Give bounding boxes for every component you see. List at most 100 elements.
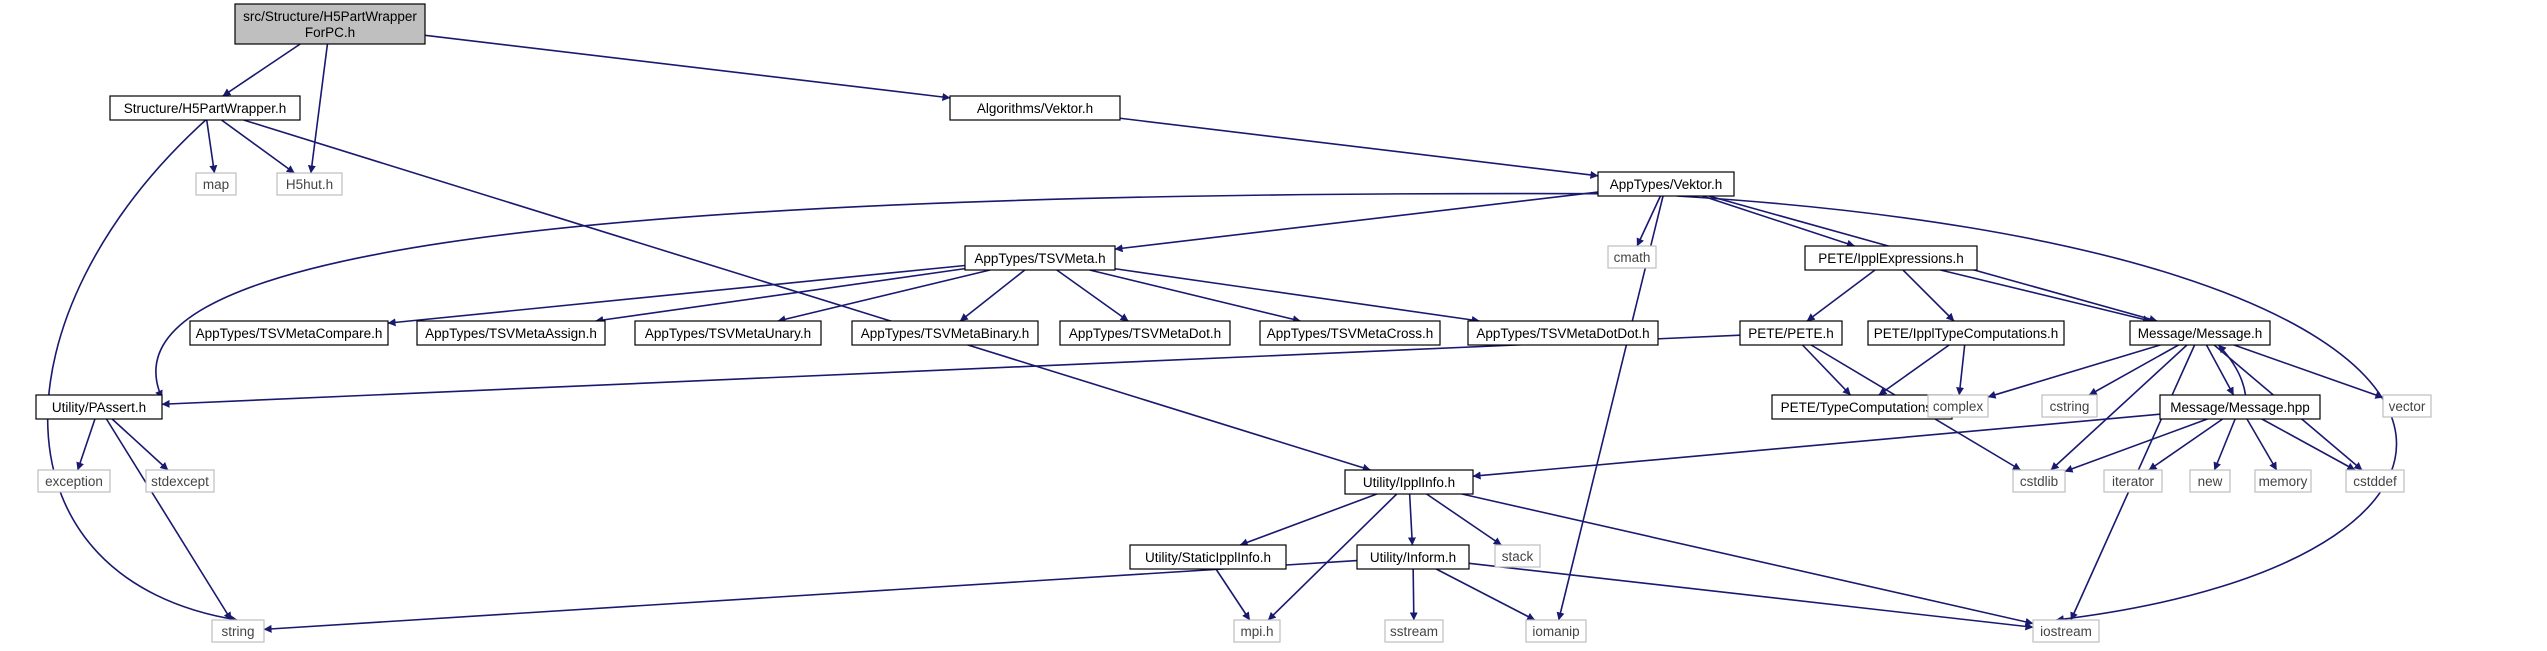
edge-message_hpp-to-ipplinfo [1472,413,2161,480]
node-tsvmeta[interactable]: AppTypes/TSVMeta.h [964,245,1116,271]
node-label-ippl_expr: PETE/IpplExpressions.h [1818,251,1964,266]
edge-ipplinfo-to-stack [1426,493,1502,546]
node-box-new [2189,469,2231,493]
node-static_ippl[interactable]: Utility/StaticIpplInfo.h [1129,544,1287,570]
node-label-message_h: Message/Message.h [2138,326,2263,341]
edge-passert-to-string [105,418,232,621]
edge-h5wrapper-to-string [46,119,238,623]
node-label-string: string [221,624,254,639]
edge-message_hpp-to-cstdlib [2064,418,2208,473]
edge-ippl_expr-to-pete [1806,269,1876,322]
node-label-cstddef: cstddef [2353,474,2397,489]
node-label-iomanip: iomanip [1532,624,1579,639]
node-box-pete [1739,320,1843,346]
node-string: string [211,619,265,643]
edge-inform-to-iomanip [1435,568,1536,621]
node-alg_vektor[interactable]: Algorithms/Vektor.h [949,95,1121,121]
edge-tsvmeta-to-tsv_unary [777,269,991,324]
node-box-cstddef [2345,469,2405,493]
node-cstddef: cstddef [2345,469,2405,493]
edge-passert-to-exception [76,418,96,471]
node-label-tsv_assign: AppTypes/TSVMetaAssign.h [425,326,597,341]
node-ippl_typecomp[interactable]: PETE/IpplTypeComputations.h [1867,320,2065,346]
node-tsv_binary[interactable]: AppTypes/TSVMetaBinary.h [851,320,1039,346]
node-label-sstream: sstream [1390,624,1438,639]
node-label-root: ForPC.h [305,25,355,40]
node-label-tsv_dot: AppTypes/TSVMetaDot.h [1069,326,1221,341]
node-label-stack: stack [1502,549,1534,564]
node-typecomp[interactable]: PETE/TypeComputations.h [1771,394,1953,420]
node-box-root [234,3,426,45]
node-h5wrapper[interactable]: Structure/H5PartWrapper.h [109,95,301,121]
edge-root-to-h5wrapper [222,43,301,97]
node-box-iomanip [1525,619,1587,643]
edge-ippl_typecomp-to-typecomp [1878,344,1950,396]
edge-ippl_typecomp-to-complex [1956,344,1966,396]
node-box-tsv_unary [634,320,822,346]
node-box-alg_vektor [949,95,1121,121]
node-message_h[interactable]: Message/Message.h [2129,320,2271,346]
node-label-cstdlib: cstdlib [2020,474,2058,489]
node-label-static_ippl: Utility/StaticIpplInfo.h [1145,550,1271,565]
node-label-iostream: iostream [2040,624,2092,639]
node-label-tsv_unary: AppTypes/TSVMetaUnary.h [645,326,811,341]
node-iostream: iostream [2032,619,2100,643]
node-vector: vector [2382,394,2432,418]
node-label-tsv_dotdot: AppTypes/TSVMetaDotDot.h [1476,326,1649,341]
node-passert[interactable]: Utility/PAssert.h [35,394,163,420]
node-label-h5hut: H5hut.h [286,177,333,192]
node-memory: memory [2254,469,2312,493]
edge-h5wrapper-to-h5hut [221,119,295,174]
node-box-tsvmeta [964,245,1116,271]
node-box-static_ippl [1129,544,1287,570]
node-cstdlib: cstdlib [2012,469,2066,493]
node-tsv_assign[interactable]: AppTypes/TSVMetaAssign.h [416,320,606,346]
node-box-iostream [2032,619,2100,643]
node-box-map [195,172,237,196]
node-ipplinfo[interactable]: Utility/IpplInfo.h [1344,469,1474,495]
node-box-tsv_dot [1059,320,1231,346]
node-ippl_expr[interactable]: PETE/IpplExpressions.h [1804,245,1978,271]
node-box-passert [35,394,163,420]
node-box-tsv_binary [851,320,1039,346]
node-label-h5wrapper: Structure/H5PartWrapper.h [124,101,287,116]
node-pete[interactable]: PETE/PETE.h [1739,320,1843,346]
node-box-complex [1927,394,1989,418]
node-label-cmath: cmath [1614,250,1651,265]
edge-message_hpp-to-message_h [2217,344,2247,396]
edge-root-to-alg_vektor [424,34,951,101]
node-message_hpp[interactable]: Message/Message.hpp [2159,394,2321,420]
edge-h5wrapper-to-map [205,119,218,174]
node-label-ipplinfo: Utility/IpplInfo.h [1363,475,1455,490]
node-tsv_dot[interactable]: AppTypes/TSVMetaDot.h [1059,320,1231,346]
node-box-cmath [1607,245,1657,269]
edge-app_vektor-to-cmath [1636,195,1662,247]
node-tsv_unary[interactable]: AppTypes/TSVMetaUnary.h [634,320,822,346]
node-tsv_cross[interactable]: AppTypes/TSVMetaCross.h [1259,320,1441,346]
node-stack: stack [1494,544,1541,568]
node-app_vektor[interactable]: AppTypes/Vektor.h [1597,171,1735,197]
node-label-tsv_binary: AppTypes/TSVMetaBinary.h [861,326,1030,341]
node-label-ippl_typecomp: PETE/IpplTypeComputations.h [1874,326,2059,341]
node-stdexcept: stdexcept [145,469,215,493]
node-label-typecomp: PETE/TypeComputations.h [1781,400,1944,415]
edge-tsvmeta-to-tsv_dotdot [1114,267,1480,324]
edge-message_h-to-cstring [2088,344,2179,396]
node-box-message_hpp [2159,394,2321,420]
edge-app_vektor-to-passert [155,192,1599,399]
node-box-sstream [1384,619,1444,643]
edge-message_hpp-to-memory [2246,418,2278,471]
node-inform[interactable]: Utility/Inform.h [1356,544,1470,570]
edge-tsvmeta-to-tsv_assign [595,267,966,324]
node-label-iterator: iterator [2112,474,2155,489]
edge-ipplinfo-to-iostream [1461,493,2034,626]
node-box-h5hut [276,172,343,196]
node-tsv_dotdot[interactable]: AppTypes/TSVMetaDotDot.h [1467,320,1659,346]
node-tsv_compare[interactable]: AppTypes/TSVMetaCompare.h [189,320,389,346]
edge-tsvmeta-to-tsv_binary [959,269,1026,322]
node-iterator: iterator [2103,469,2163,493]
edge-passert-to-stdexcept [111,418,169,471]
node-label-new: new [2198,474,2223,489]
